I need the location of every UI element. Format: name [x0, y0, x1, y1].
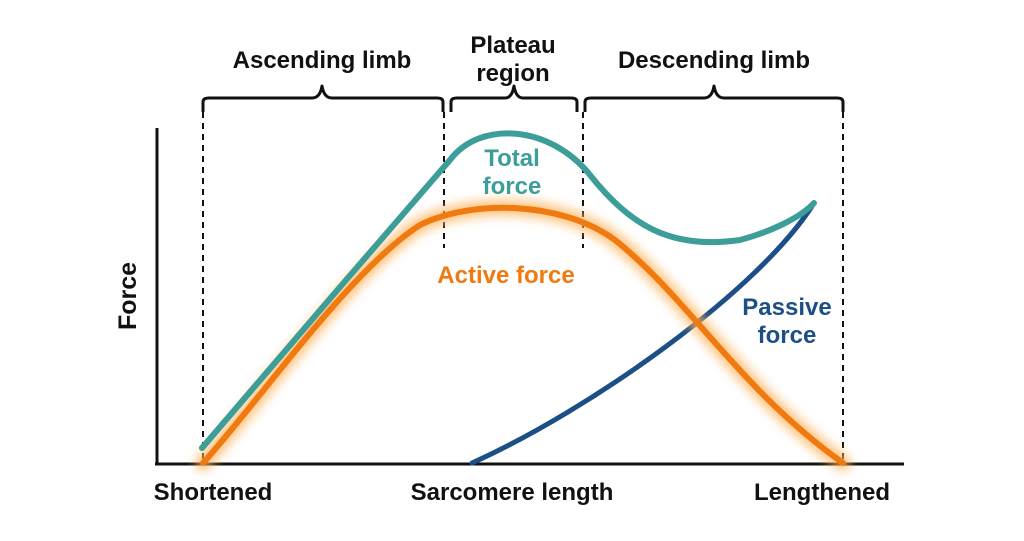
ascending-limb-bracket: [201, 84, 445, 112]
passive-force-label-line1: Passive: [742, 294, 831, 321]
total-force-curve: [199, 130, 817, 451]
total-force-label-line2: force: [483, 173, 542, 200]
x-axis-left-label: Shortened: [154, 479, 273, 506]
descending-limb-label: Descending limb: [618, 47, 810, 74]
ascending-limb-label: Ascending limb: [233, 47, 412, 74]
plateau-region-label-line2: region: [476, 60, 549, 87]
x-axis-label: Sarcomere length: [411, 479, 614, 506]
passive-force-label-line2: force: [758, 322, 817, 349]
x-axis-right-label: Lengthened: [754, 479, 890, 506]
descending-limb-bracket: [583, 84, 845, 112]
active-force-curve: [200, 204, 846, 466]
passive-force-curve: [469, 200, 817, 466]
total-force-label-line1: Total: [484, 145, 540, 172]
plateau-region-label-line1: Plateau: [470, 32, 555, 59]
plateau-region-bracket: [449, 84, 579, 112]
active-force-label: Active force: [437, 262, 574, 289]
y-axis-label: Force: [114, 262, 142, 330]
